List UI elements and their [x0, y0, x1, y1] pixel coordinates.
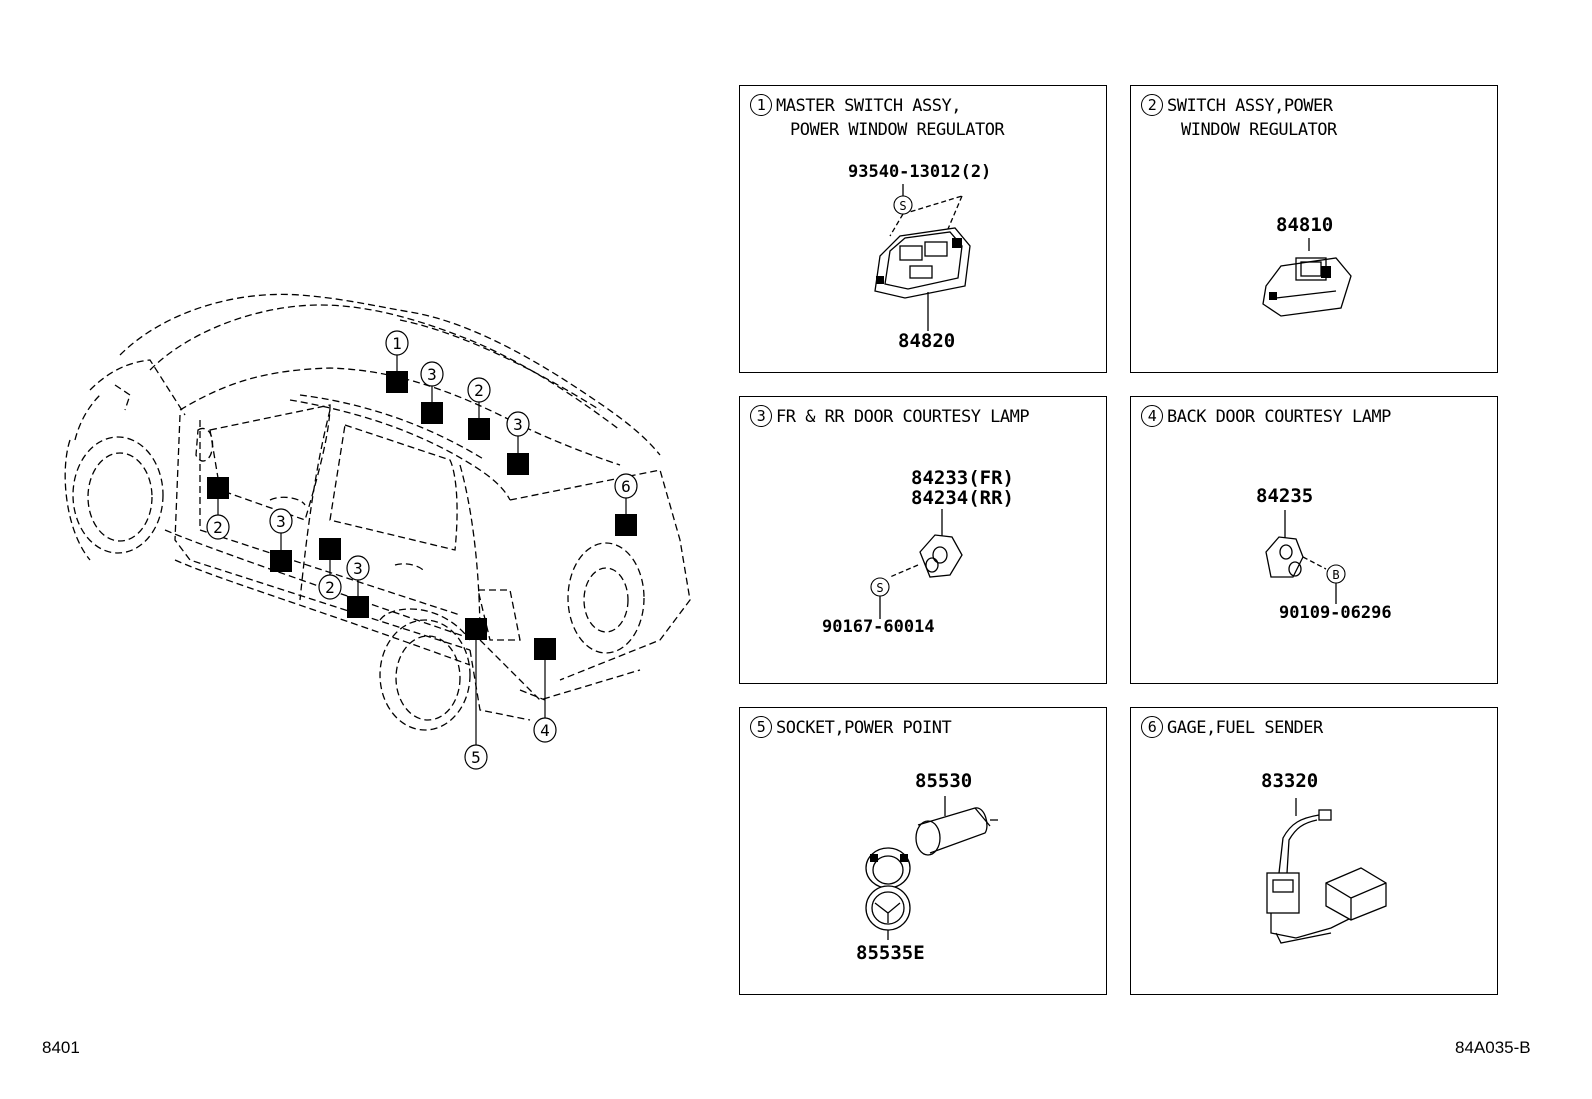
part-number: 93540-13012(2) — [848, 162, 992, 182]
page-code-left: 8401 — [42, 1038, 80, 1057]
callout-2a: 2 — [474, 381, 484, 400]
vehicle-illustration: 1 3 2 3 2 3 2 3 6 5 4 — [64, 293, 691, 770]
marker-s: S — [876, 581, 883, 595]
panel-number: 4 — [1141, 405, 1163, 427]
part-number: 84234(RR) — [911, 487, 1014, 509]
part-number: 90167-60014 — [822, 617, 935, 637]
back-lamp-drawing: B — [1265, 510, 1346, 604]
panel-number: 2 — [1141, 94, 1163, 116]
panel-number: 5 — [750, 716, 772, 738]
panel-number: 1 — [750, 94, 772, 116]
callout-1: 1 — [392, 334, 402, 353]
panel-number: 3 — [750, 405, 772, 427]
callout-6: 6 — [621, 477, 631, 496]
part-number: 90109-06296 — [1279, 603, 1392, 623]
part-number: 85530 — [915, 770, 973, 792]
callout-3a: 3 — [427, 365, 437, 384]
part-number: 85535E — [856, 942, 925, 964]
part-number: 83320 — [1261, 770, 1319, 792]
callout-4: 4 — [540, 721, 550, 740]
callout-3c: 3 — [276, 512, 286, 531]
callout-3b: 3 — [513, 415, 523, 434]
callout-5: 5 — [471, 748, 481, 767]
marker-b: B — [1332, 568, 1339, 582]
callout-2c: 2 — [325, 578, 335, 597]
lamp-drawing: S — [870, 509, 963, 619]
master-switch-drawing: S — [874, 184, 971, 331]
part-number: 84235 — [1256, 485, 1314, 507]
illustration-code: 84A035-B — [1455, 1038, 1531, 1057]
fuel-sender-drawing — [1266, 798, 1387, 944]
switch-drawing — [1262, 238, 1352, 317]
part-number: 84810 — [1276, 214, 1334, 236]
part-number: 84233(FR) — [911, 467, 1014, 489]
panel-number: 6 — [1141, 716, 1163, 738]
part-number: 84820 — [898, 330, 956, 352]
callout-2b: 2 — [213, 518, 223, 537]
location-markers — [207, 371, 637, 660]
callout-3d: 3 — [353, 559, 363, 578]
marker-s: S — [899, 199, 906, 213]
socket-drawing — [865, 796, 998, 940]
